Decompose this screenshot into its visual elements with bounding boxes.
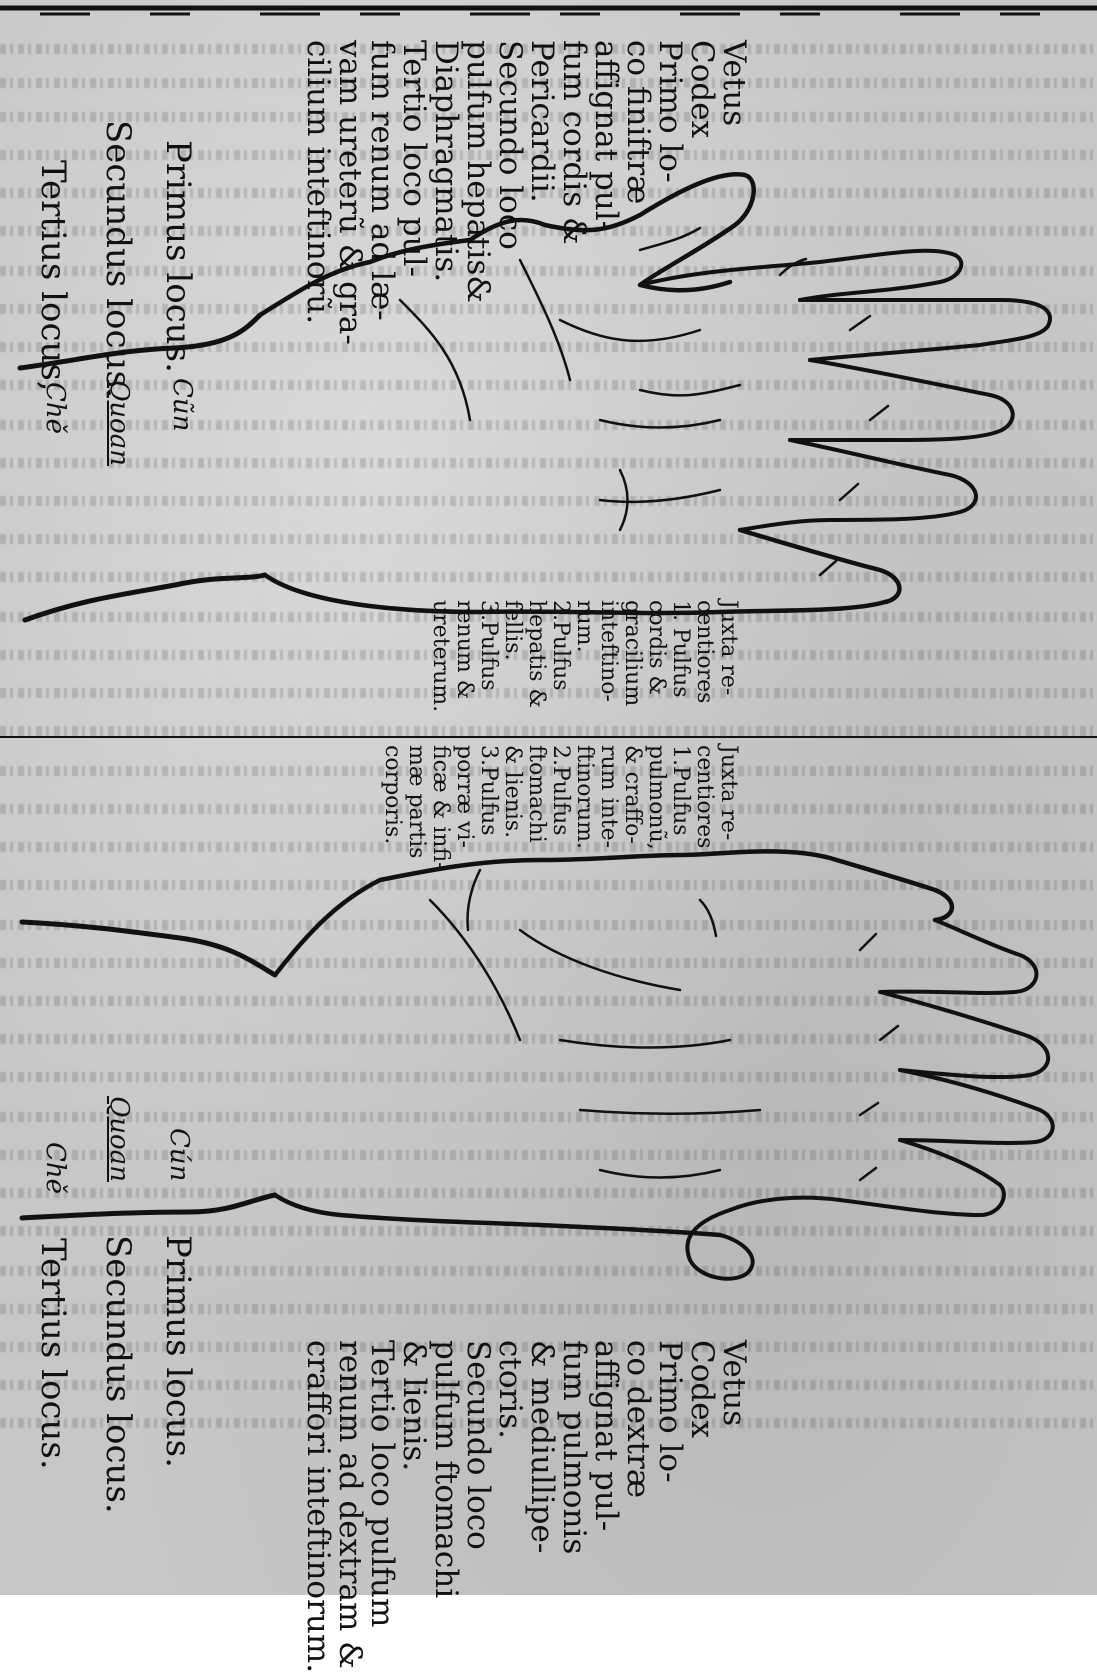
upper-vetus-line: Tertio loco pul- (398, 40, 430, 345)
lower-vetus-line: & mediullipe- (526, 1340, 558, 1673)
juxta-left-line: hepatis & (524, 600, 548, 712)
juxta-left-line: centiores (692, 600, 716, 712)
upper-vetus-line: Vetus (718, 40, 750, 345)
lower-vetus-line: Vetus (718, 1340, 750, 1673)
lower-vetus-line: Codex (686, 1340, 718, 1673)
lower-vetus-line: renum ad dextram & (334, 1340, 366, 1673)
upper-che-mark: Chě (41, 382, 68, 434)
upper-tertius-locus: Tertius locus, (34, 160, 70, 392)
juxta-right-line: Juxta re- (716, 745, 740, 870)
book-page: Vetus Codex Primo lo- co finiftræ affign… (0, 0, 1097, 1595)
juxta-left-line: ureterum. (428, 600, 452, 712)
upper-vetus-line: Secundo loco (494, 40, 526, 345)
lower-vetus-line: craffori inteftinorum. (302, 1340, 334, 1673)
juxta-right-line: 3.Pulfus (476, 745, 500, 870)
top-ornament-rule (0, 0, 1097, 18)
lower-tertius-locus: Tertius locus. (34, 1238, 70, 1470)
lower-vetus-line: ctoris. (494, 1340, 526, 1673)
juxta-left-line: inteftino- (596, 600, 620, 712)
juxta-left-line: 1. Pulfus (668, 600, 692, 712)
juxta-right-line: ficæ & infi- (428, 745, 452, 870)
juxta-right-line: pulmonũ, (644, 745, 668, 870)
juxta-right-line: ftinorum. (572, 745, 596, 870)
juxta-left-line: 2.Pulfus (548, 600, 572, 712)
juxta-right-line: rum inte- (596, 745, 620, 870)
juxta-left-line: fellis. (500, 600, 524, 712)
upper-vetus-line: Primo lo- (654, 40, 686, 345)
lower-che-mark: Chě (41, 1142, 68, 1194)
juxta-right-line: 1.Pulfus (668, 745, 692, 870)
upper-vetus-line: Diaphragmatis. (430, 40, 462, 345)
lower-vetus-line: co dextræ (622, 1340, 654, 1673)
upper-vetus-line: affignat pul- (590, 40, 622, 345)
juxta-left-line: renum & (452, 600, 476, 712)
juxta-left-line: 3.Pulfus (476, 600, 500, 712)
section-divider-rule (0, 736, 1097, 738)
lower-vetus-line: pulfum ftomachi (430, 1340, 462, 1673)
upper-cun-mark: Cũn (168, 378, 195, 431)
lower-vetus-line: Secundo loco (462, 1340, 494, 1673)
lower-quoan-mark: Quoan (105, 1096, 132, 1182)
juxta-right-line: 2.Pulfus (548, 745, 572, 870)
juxta-left-line: gracilium (620, 600, 644, 712)
juxta-left-line: Juxta re- (716, 600, 740, 712)
juxta-right-line: & craffo- (620, 745, 644, 870)
upper-vetus-line: Pericardii. (526, 40, 558, 345)
upper-quoan-mark: Quoan (105, 380, 132, 466)
upper-secundus-locus: Secundus locus. (99, 120, 135, 399)
lower-secundus-locus: Secundus locus. (99, 1235, 135, 1514)
juxta-left-line: rum. (572, 600, 596, 712)
juxta-right-line: centiores (692, 745, 716, 870)
upper-vetus-line: fum renum ad læ- (366, 40, 398, 345)
lower-vetus-codex-text: Vetus Codex Primo lo- co dextræ affignat… (302, 1340, 750, 1673)
upper-vetus-line: co finiftræ (622, 40, 654, 345)
juxta-right-line: ftomachi (524, 745, 548, 870)
juxta-recentiores-left: Juxta re- centiores 1. Pulfus cordis & g… (428, 600, 740, 712)
juxta-right-line: & lienis. (500, 745, 524, 870)
lower-vetus-line: fum pulmonis (558, 1340, 590, 1673)
upper-vetus-line: fum cordis & (558, 40, 590, 345)
juxta-right-line: porræ vi- (452, 745, 476, 870)
juxta-right-line: corporis. (380, 745, 404, 870)
juxta-recentiores-right: Juxta re- centiores 1.Pulfus pulmonũ, & … (380, 745, 740, 870)
lower-vetus-line: affignat pul- (590, 1340, 622, 1673)
lower-cun-mark: Cún (165, 1128, 192, 1181)
juxta-right-line: mæ partis (404, 745, 428, 870)
lower-vetus-line: Tertio loco pulfum (366, 1340, 398, 1673)
juxta-left-line: cordis & (644, 600, 668, 712)
upper-vetus-line: Codex (686, 40, 718, 345)
lower-primus-locus: Primus locus. (159, 1235, 195, 1468)
upper-vetus-line: pulfum hepatis& (462, 40, 494, 345)
upper-primus-locus: Primus locus. (159, 140, 195, 373)
upper-vetus-codex-text: Vetus Codex Primo lo- co finiftræ affign… (302, 40, 750, 345)
lower-vetus-line: & lienis. (398, 1340, 430, 1673)
upper-vetus-line: cilium inteftinorũ. (302, 40, 334, 345)
lower-vetus-line: Primo lo- (654, 1340, 686, 1673)
upper-vetus-line: vam ureterũ & gra- (334, 40, 366, 345)
